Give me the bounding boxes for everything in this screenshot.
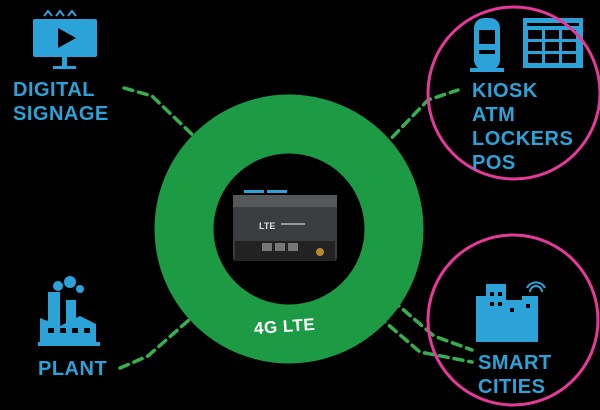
connector-plant	[118, 310, 200, 370]
highlight-circle-cities	[426, 233, 600, 407]
connector-signage	[122, 86, 202, 144]
highlight-circle-kiosk	[426, 5, 600, 181]
connector-kiosk	[380, 88, 460, 150]
label-plant: PLANT	[38, 358, 108, 380]
digital-signage-icon	[33, 9, 97, 69]
label-smart-cities: SMART CITIES	[478, 352, 552, 398]
lte-ring	[154, 94, 424, 364]
router-brand-text: LTE	[259, 221, 275, 231]
city-buildings-icon	[476, 281, 546, 342]
lte-router-icon: LTE	[233, 190, 337, 261]
kiosk-icon	[470, 18, 504, 72]
label-kiosk-atm-lockers-pos: KIOSK ATM LOCKERS POS	[472, 80, 574, 174]
factory-icon	[38, 276, 100, 346]
connector-lines	[118, 86, 474, 370]
label-4g-lte: 4G LTE	[253, 314, 316, 339]
lockers-icon	[523, 18, 583, 68]
label-digital-signage: DIGITAL SIGNAGE	[13, 79, 109, 125]
connector-cities-b	[390, 298, 474, 352]
connector-cities-a	[376, 314, 474, 364]
